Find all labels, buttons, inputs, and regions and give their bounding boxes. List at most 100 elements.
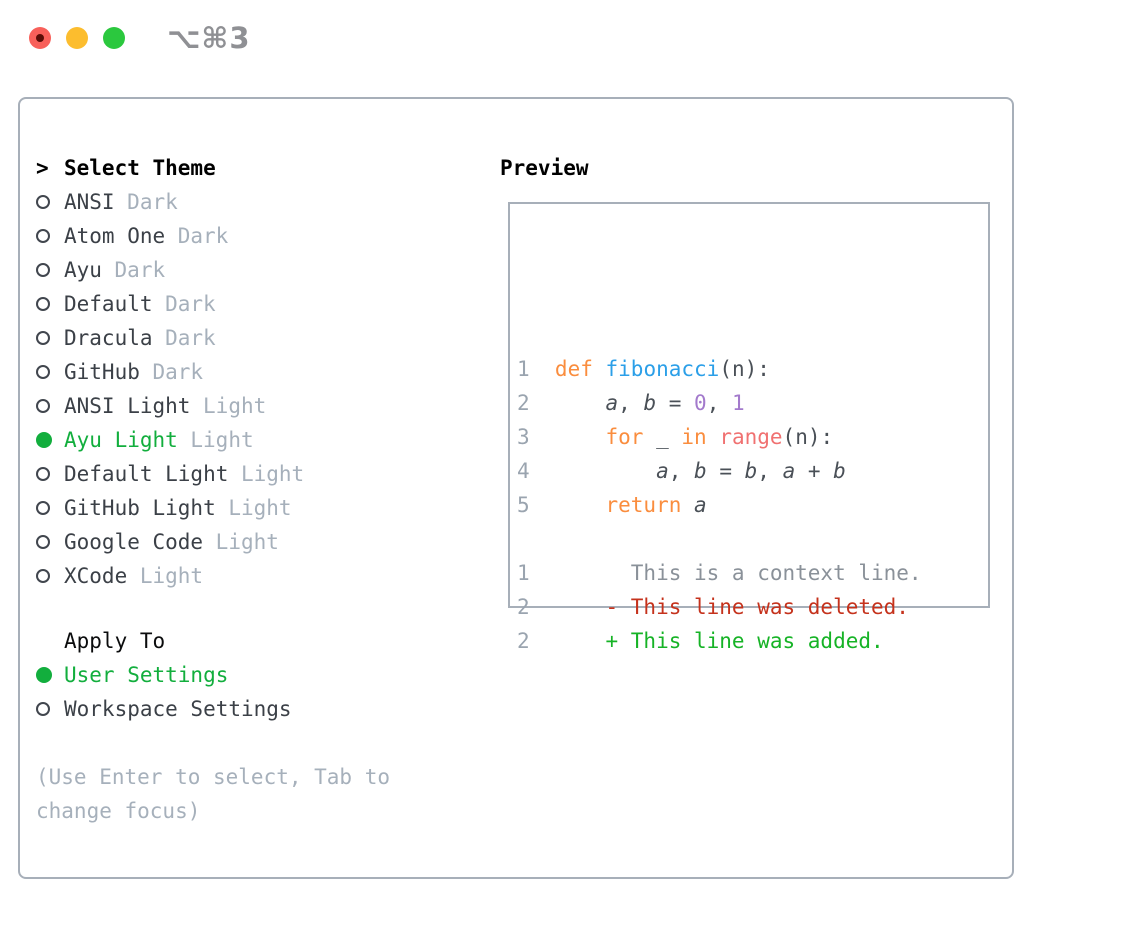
radio-circle (36, 365, 50, 379)
apply-option[interactable]: User Settings (36, 658, 292, 692)
code-token: range (719, 425, 783, 449)
theme-name: ANSI (64, 190, 115, 214)
line-number: 1 (517, 357, 530, 381)
code-token: = (656, 391, 695, 415)
radio-circle (36, 331, 50, 345)
code-token: a (782, 459, 796, 483)
code-token: , (618, 391, 644, 415)
code-token (593, 357, 606, 381)
radio-circle (36, 667, 52, 683)
apply-to-heading-row: Apply To (36, 624, 292, 658)
preview-line: 4 a, b = b, a + b (517, 454, 922, 488)
preview-line: 5 return a (517, 488, 922, 522)
preview-box (508, 202, 990, 608)
radio-circle (36, 501, 50, 515)
line-number: 2 (517, 629, 530, 653)
theme-variant-label: Light (240, 462, 305, 486)
radio-circle (36, 467, 50, 481)
line-number: 4 (517, 459, 530, 483)
theme-name: Atom One (64, 224, 166, 248)
code-token: for (605, 425, 644, 449)
cursor-chevron-icon: > (36, 156, 49, 180)
code-token: , (668, 459, 695, 483)
preview-line (517, 522, 922, 556)
line-number: 5 (517, 493, 530, 517)
preview-heading: Preview (500, 156, 589, 180)
theme-variant-label: Dark (152, 360, 204, 384)
theme-option[interactable]: ANSI Dark (36, 185, 304, 219)
theme-variant-label: Light (203, 394, 267, 418)
theme-name: Default Light (64, 462, 229, 486)
theme-name: Dracula (64, 326, 153, 350)
line-number: 2 (517, 595, 530, 619)
theme-variant-label: Dark (165, 326, 216, 350)
radio-circle (36, 229, 50, 243)
code-token: (n): (719, 357, 770, 381)
radio-selected-icon (36, 667, 64, 683)
code-token: b (744, 459, 758, 483)
code-token (707, 425, 720, 449)
code-token: This is a context line. (554, 561, 922, 585)
theme-variant-label: Dark (127, 190, 178, 214)
close-icon[interactable] (29, 27, 51, 49)
theme-list-heading-row: > Select Theme (36, 151, 304, 185)
code-token: def (554, 357, 593, 381)
code-token: 0 (694, 391, 707, 415)
radio-icon (36, 535, 64, 549)
close-dot-icon (36, 34, 44, 42)
keyboard-hint: (Use Enter to select, Tab to change focu… (36, 765, 391, 823)
preview-line: 1 This is a context line. (517, 556, 922, 590)
theme-name: Google Code (64, 530, 204, 554)
zoom-icon[interactable] (103, 27, 125, 49)
apply-option-label: Workspace Settings (64, 697, 292, 721)
line-number: 3 (517, 425, 530, 449)
theme-option[interactable]: Default Light Light (36, 457, 304, 491)
theme-name: Default (64, 292, 153, 316)
theme-name: GitHub (64, 360, 140, 384)
code-token (555, 493, 606, 517)
code-token (555, 425, 606, 449)
radio-circle (36, 399, 50, 413)
code-token: (n): (782, 425, 834, 449)
apply-to-heading: Apply To (64, 629, 166, 653)
code-token: + This line was added. (554, 629, 884, 653)
apply-option[interactable]: Workspace Settings (36, 692, 292, 726)
theme-option[interactable]: Google Code Light (36, 525, 304, 559)
radio-icon (36, 702, 64, 716)
radio-icon (36, 297, 64, 311)
radio-icon (36, 365, 64, 379)
theme-name: Ayu (64, 258, 102, 282)
radio-icon (36, 569, 64, 583)
theme-variant-label: Light (215, 530, 279, 554)
radio-circle (36, 535, 50, 549)
minimize-icon[interactable] (66, 27, 88, 49)
code-token: - This line was deleted. (554, 595, 909, 619)
theme-variant-label: Dark (114, 258, 166, 282)
theme-option[interactable]: GitHub Dark (36, 355, 304, 389)
code-token: b (643, 391, 657, 415)
apply-option-label: User Settings (64, 663, 229, 687)
theme-name: XCode (64, 564, 128, 588)
code-token: , (757, 459, 783, 483)
theme-option[interactable]: Ayu Dark (36, 253, 304, 287)
preview-line: 2 - This line was deleted. (517, 590, 922, 624)
theme-list-heading: Select Theme (64, 156, 216, 180)
radio-icon (36, 331, 64, 345)
code-token: + (795, 459, 834, 483)
code-token (681, 493, 694, 517)
code-token: in (681, 425, 707, 449)
theme-option[interactable]: Dracula Dark (36, 321, 304, 355)
radio-icon (36, 229, 64, 243)
theme-variant-label: Light (228, 496, 292, 520)
